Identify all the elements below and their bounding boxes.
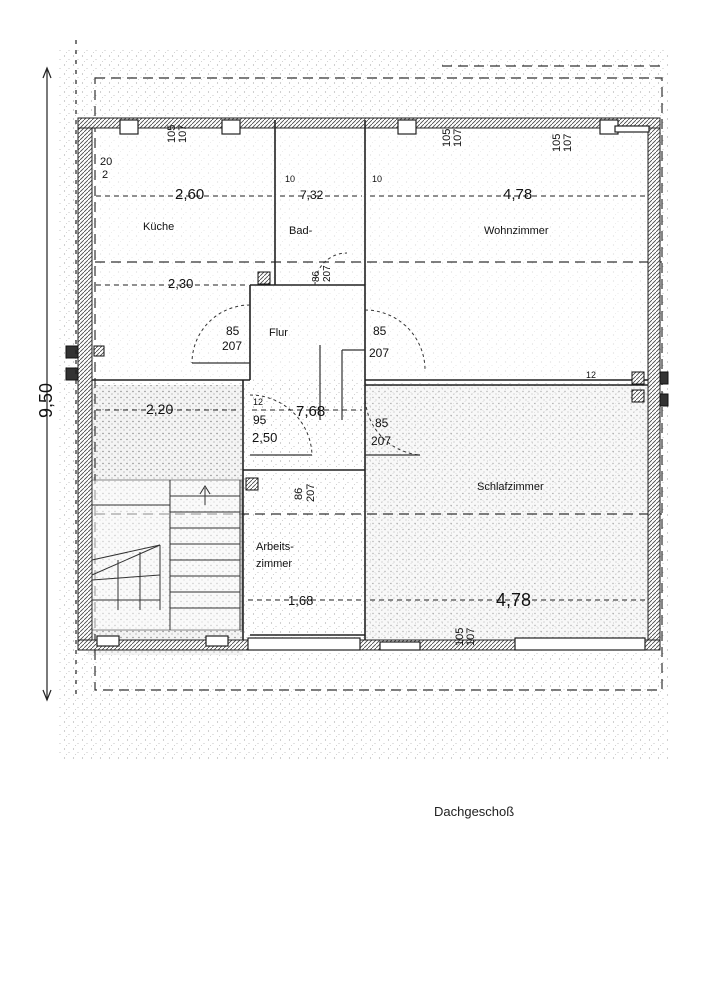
dim-window-bottom-2: 107 [452, 129, 464, 147]
dim-door-2-bottom: 207 [369, 346, 389, 360]
room-label-kueche: Küche [143, 221, 174, 233]
dimension-lines [96, 195, 645, 601]
dim-wall-10b: 10 [372, 174, 382, 184]
dim-kueche-width: 2,60 [175, 186, 204, 203]
dim-window-bottom-3: 107 [562, 134, 574, 152]
dim-door-3-bottom: 207 [371, 434, 391, 448]
dimension-labels: 9,50 2,60 7,32 4,78 2,30 2,20 7,68 2,50 … [36, 125, 596, 646]
room-labels: Küche Bad- Wohnzimmer Flur Schlafzimmer … [143, 221, 549, 570]
interior-walls [92, 120, 648, 640]
dim-door-6-bottom: 207 [322, 265, 333, 282]
dim-wall-20: 20 [100, 156, 112, 168]
staircase [91, 479, 243, 631]
dim-door-1-bottom: 207 [222, 339, 242, 353]
dim-window-top-3: 105 [551, 134, 563, 152]
plan-caption: Dachgeschoß [434, 804, 515, 819]
dim-window-top-2: 105 [441, 129, 453, 147]
dim-wall-12b: 12 [586, 370, 596, 380]
dim-overall-height: 9,50 [36, 383, 56, 418]
dim-flur-length: 7,68 [296, 403, 325, 420]
door-leaves [192, 345, 420, 456]
room-label-arbeitszimmer-1: Arbeits- [256, 541, 294, 553]
dim-bad-width: 7,32 [300, 188, 324, 202]
vertical-dimension [42, 40, 77, 702]
dim-wall-10a: 10 [285, 174, 295, 184]
dim-arbeit-width: 1,68 [288, 593, 313, 608]
dim-schlaf-width: 4,78 [496, 590, 531, 610]
dim-door-1-top: 85 [226, 324, 240, 338]
room-label-wohnzimmer: Wohnzimmer [484, 225, 549, 237]
dim-door-5-bottom: 207 [305, 484, 317, 502]
dim-stair-width-top: 2,30 [168, 276, 193, 291]
dim-wohn-width: 4,78 [503, 186, 532, 203]
dim-window-bottom-1: 107 [177, 125, 189, 143]
dim-window-top-4: 105 [454, 628, 466, 646]
room-label-schlafzimmer: Schlafzimmer [477, 481, 544, 493]
dim-door-3-top: 85 [375, 416, 389, 430]
dim-window-bottom-4: 107 [465, 628, 477, 646]
dim-door-6-top: 86 [311, 270, 322, 282]
dim-door-5-top: 86 [293, 488, 305, 500]
walls [77, 117, 661, 651]
door-swings [191, 252, 426, 456]
room-label-bad: Bad- [289, 225, 313, 237]
windows [96, 119, 650, 651]
dim-stair-width: 2,20 [146, 401, 173, 417]
dim-flur-depth: 2,50 [252, 430, 277, 445]
dim-window-top-1: 105 [166, 125, 178, 143]
dim-door-4-top: 95 [253, 413, 267, 427]
dim-wall-2: 2 [102, 169, 108, 181]
room-label-flur: Flur [269, 327, 288, 339]
room-label-arbeitszimmer-2: zimmer [256, 558, 292, 570]
dim-wall-12a: 12 [253, 397, 263, 407]
flue-blocks [65, 271, 669, 491]
dim-door-2-top: 85 [373, 324, 387, 338]
